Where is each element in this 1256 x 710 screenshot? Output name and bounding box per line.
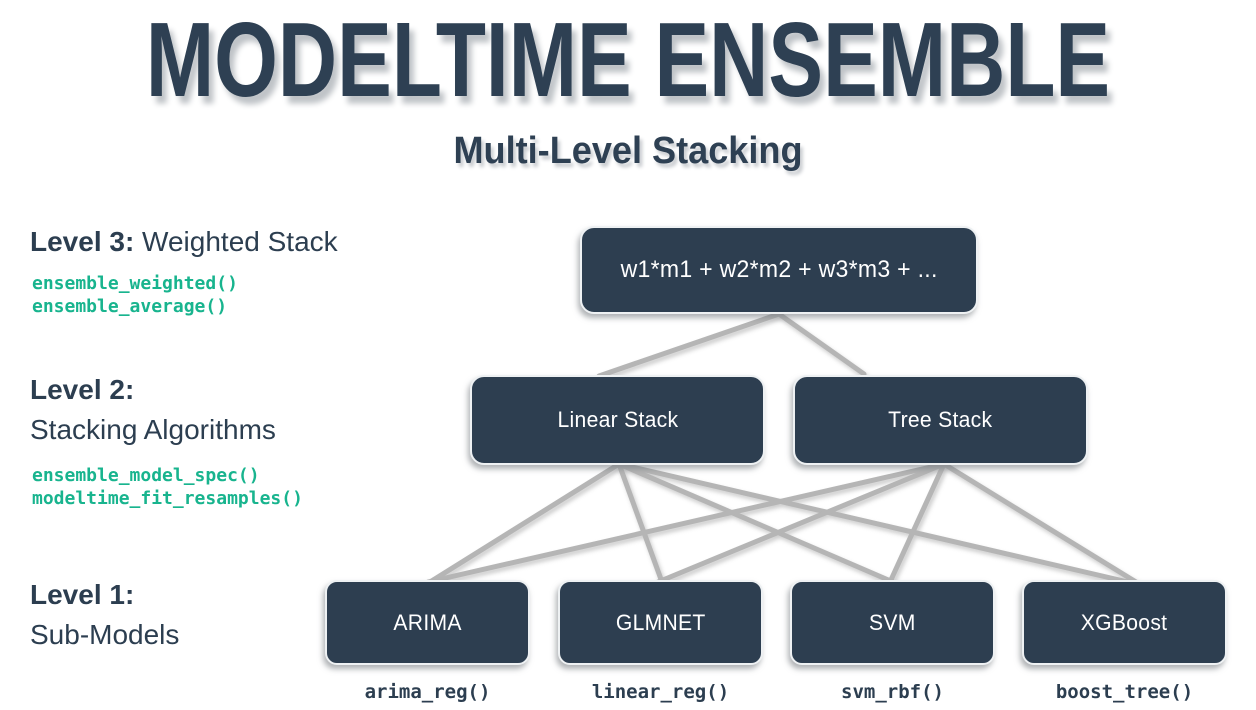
connector-line — [616, 461, 665, 585]
level2-label: Level 2: Stacking Algorithms — [30, 370, 276, 450]
level2-functions: ensemble_model_spec() modeltime_fit_resa… — [32, 464, 303, 510]
code-arima-reg: arima_reg() — [364, 681, 491, 703]
code-modeltime-fit-resamples: modeltime_fit_resamples() — [32, 488, 303, 509]
code-svm-rbf: svm_rbf() — [841, 681, 944, 703]
header: MODELTIME ENSEMBLE Multi-Level Stacking — [0, 0, 1256, 173]
code-linear-reg: linear_reg() — [591, 681, 730, 703]
level3-functions: ensemble_weighted() ensemble_average() — [32, 272, 238, 318]
connector-line — [425, 461, 947, 585]
connector-line — [596, 311, 782, 379]
level1-label-rest: Sub-Models — [30, 619, 180, 650]
level3-label-rest: Weighted Stack — [134, 226, 338, 257]
arima-label: ARIMA — [393, 609, 462, 635]
level2-label-rest: Stacking Algorithms — [30, 414, 276, 445]
node-glmnet: GLMNET — [558, 580, 763, 665]
connector-line — [616, 461, 1131, 585]
connector-line — [887, 461, 947, 585]
weighted-stack-formula: w1*m1 + w2*m2 + w3*m3 + ... — [620, 256, 938, 283]
code-ensemble-weighted: ensemble_weighted() — [32, 273, 238, 294]
node-svm: SVM — [790, 580, 995, 665]
svm-label: SVM — [869, 609, 916, 635]
level1-label-bold: Level 1: — [30, 579, 135, 610]
connector-line — [776, 311, 867, 377]
page-title: MODELTIME ENSEMBLE — [145, 0, 1111, 120]
code-boost-tree: boost_tree() — [1055, 681, 1194, 703]
node-arima: ARIMA — [325, 580, 530, 665]
connector-line — [616, 461, 896, 585]
xgboost-label: XGBoost — [1081, 609, 1168, 635]
level1-label: Level 1: Sub-Models — [30, 575, 179, 655]
linear-stack-label: Linear Stack — [557, 407, 678, 432]
node-tree-stack: Tree Stack — [793, 375, 1088, 465]
connector-line — [941, 461, 1139, 585]
node-xgboost: XGBoost — [1022, 580, 1227, 665]
node-weighted-stack: w1*m1 + w2*m2 + w3*m3 + ... — [580, 226, 978, 314]
level2-label-bold: Level 2: — [30, 374, 135, 405]
node-linear-stack: Linear Stack — [470, 375, 765, 465]
connector-line — [427, 461, 622, 585]
code-ensemble-average: ensemble_average() — [32, 296, 228, 317]
code-ensemble-model-spec: ensemble_model_spec() — [32, 465, 260, 486]
level3-label: Level 3: Weighted Stack — [30, 222, 338, 262]
level3-label-bold: Level 3: — [30, 226, 135, 257]
tree-stack-label: Tree Stack — [888, 407, 993, 432]
connector-line — [655, 461, 947, 585]
page-subtitle: Multi-Level Stacking — [453, 130, 803, 172]
glmnet-label: GLMNET — [615, 609, 706, 635]
